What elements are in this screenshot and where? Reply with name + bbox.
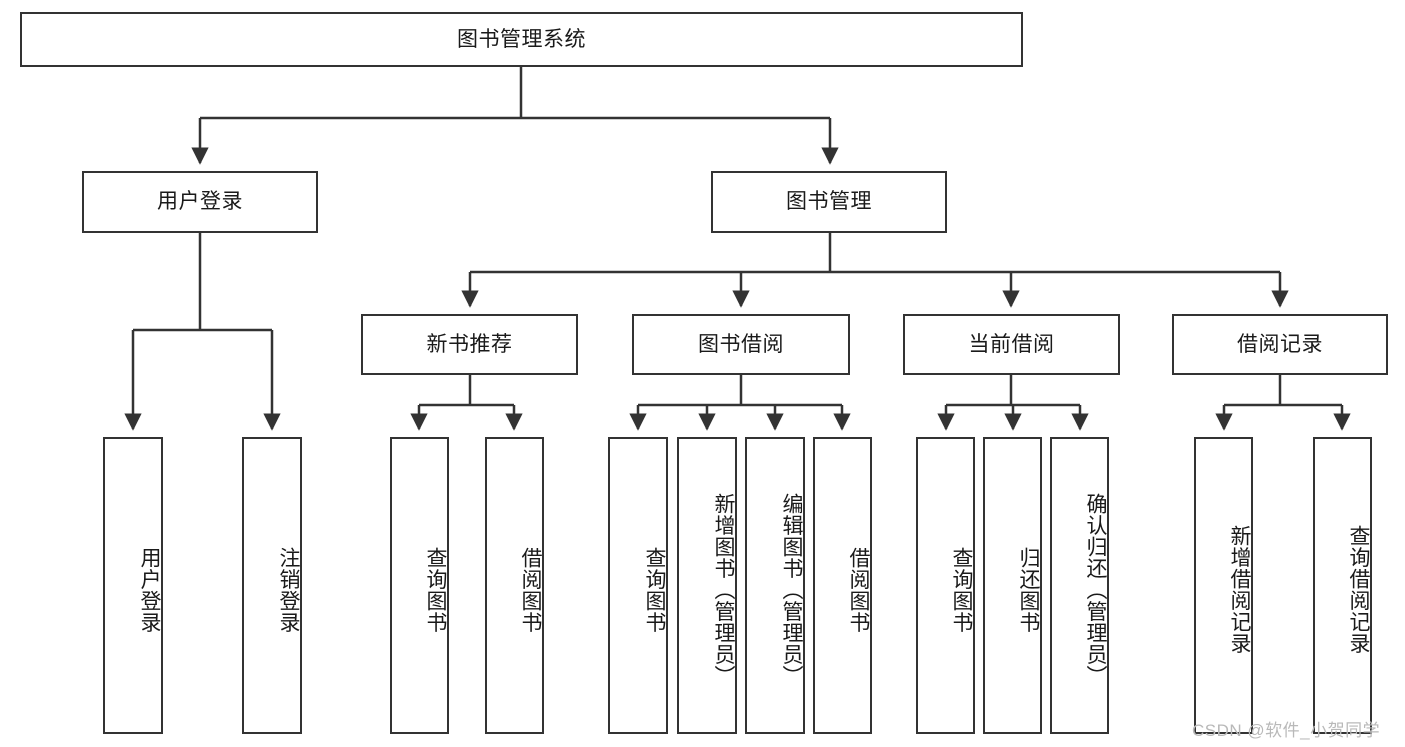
node-leaf-borrow-book-new[interactable]: 借阅图书 bbox=[485, 437, 544, 734]
node-leaf-query-book-borrow[interactable]: 查询图书 bbox=[608, 437, 668, 734]
node-leaf-query-book-new[interactable]: 查询图书 bbox=[390, 437, 449, 734]
node-leaf-add-borrow-record[interactable]: 新增借阅记录 bbox=[1194, 437, 1253, 734]
node-leaf-query-borrow-record[interactable]: 查询借阅记录 bbox=[1313, 437, 1372, 734]
node-leaf-query-book-current[interactable]: 查询图书 bbox=[916, 437, 975, 734]
node-level2-book-management[interactable]: 图书管理 bbox=[711, 171, 947, 233]
node-leaf-logout[interactable]: 注销登录 bbox=[242, 437, 302, 734]
node-leaf-borrow-book[interactable]: 借阅图书 bbox=[813, 437, 872, 734]
node-leaf-confirm-return-admin[interactable]: 确认归还（管理员） bbox=[1050, 437, 1109, 734]
node-level3-new-book-recommend[interactable]: 新书推荐 bbox=[361, 314, 578, 375]
node-leaf-user-login[interactable]: 用户登录 bbox=[103, 437, 163, 734]
node-level3-book-borrow[interactable]: 图书借阅 bbox=[632, 314, 850, 375]
csdn-watermark: CSDN @软件_小贺同学 bbox=[1192, 721, 1381, 740]
node-leaf-add-book-admin[interactable]: 新增图书（管理员） bbox=[677, 437, 737, 734]
node-leaf-return-book[interactable]: 归还图书 bbox=[983, 437, 1042, 734]
node-root[interactable]: 图书管理系统 bbox=[20, 12, 1023, 67]
node-leaf-edit-book-admin[interactable]: 编辑图书（管理员） bbox=[745, 437, 805, 734]
node-level3-borrow-record[interactable]: 借阅记录 bbox=[1172, 314, 1388, 375]
node-level2-user-login[interactable]: 用户登录 bbox=[82, 171, 318, 233]
node-level3-current-borrow[interactable]: 当前借阅 bbox=[903, 314, 1120, 375]
